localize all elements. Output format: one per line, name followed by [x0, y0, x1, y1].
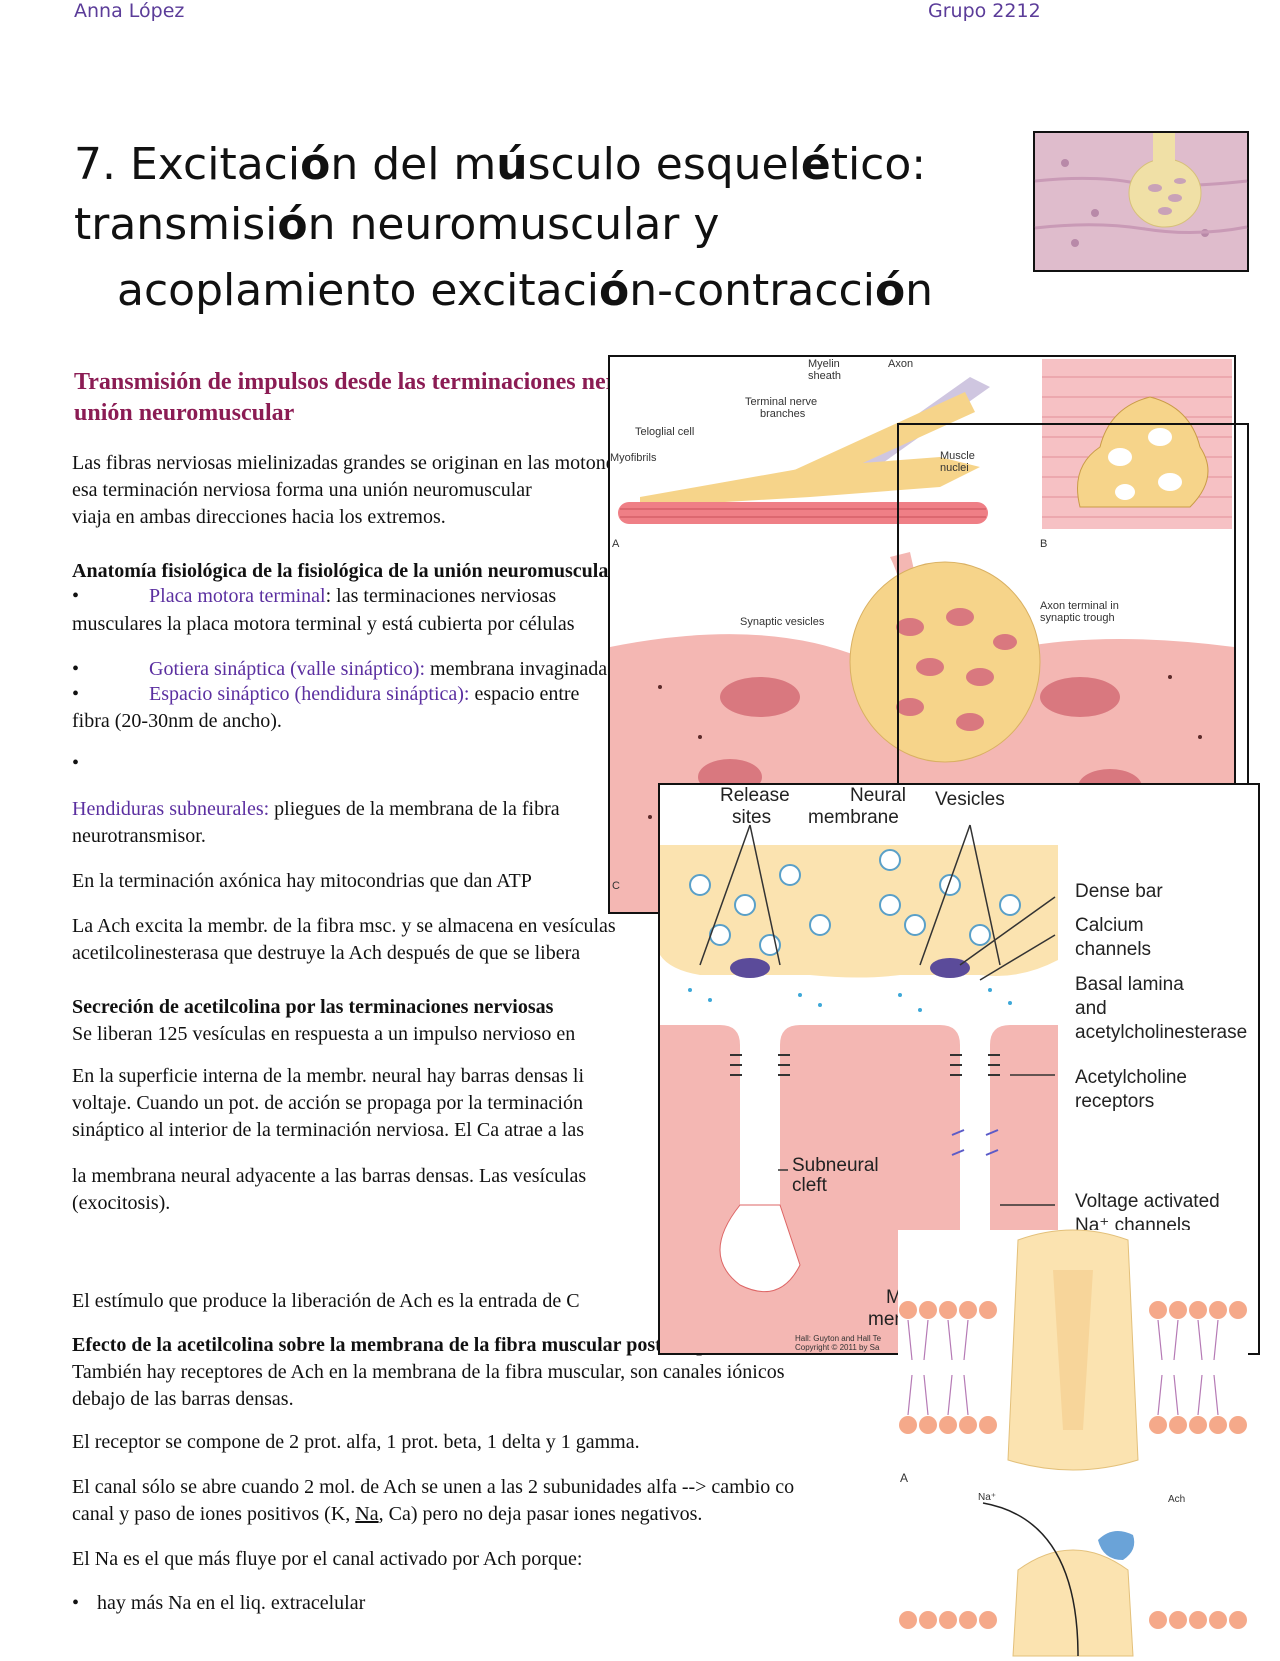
thumbnail-image [1033, 131, 1249, 272]
svg-text:branches: branches [760, 408, 806, 420]
paragraph: El canal sólo se abre cuando 2 mol. de A… [72, 1476, 795, 1525]
paragraph: El estímulo que produce la liberación de… [72, 1290, 580, 1312]
svg-text:Axon terminal in: Axon terminal in [1040, 600, 1119, 612]
svg-text:Acetylcholine: Acetylcholine [1075, 1067, 1187, 1088]
section-heading: Transmisión de impulsos desde las termin… [74, 369, 796, 426]
svg-text:A: A [900, 1471, 908, 1485]
svg-text:C: C [612, 880, 620, 892]
svg-text:acetylcholinesterase: acetylcholinesterase [1075, 1022, 1247, 1043]
svg-text:M: M [886, 1287, 902, 1308]
paragraph: En la superficie interna de la membr. ne… [72, 1065, 585, 1141]
svg-text:Axon: Axon [888, 358, 913, 370]
intro-paragraph: Las fibras nerviosas mielinizadas grande… [72, 452, 692, 528]
paragraph: El receptor se compone de 2 prot. alfa, … [72, 1431, 640, 1453]
paragraph: la membrana neural adyacente a las barra… [72, 1165, 587, 1214]
svg-text:Terminal nerve: Terminal nerve [745, 396, 817, 408]
svg-text:Vesicles: Vesicles [935, 789, 1005, 810]
anatomy-heading: Anatomía fisiológica de la fisiológica d… [72, 560, 618, 582]
svg-text:Teloglial cell: Teloglial cell [635, 426, 694, 438]
list-item-cont: neurotransmisor. [72, 825, 206, 847]
bullet-list: •hay más Na en el liq. extracelular [72, 1592, 366, 1614]
svg-text:Basal lamina: Basal lamina [1075, 974, 1184, 995]
group-label: Grupo 2212 [928, 0, 1041, 22]
list-item-cont: fibra (20-30nm de ancho). [72, 710, 282, 732]
effect-section: Efecto de la acetilcolina sobre la membr… [72, 1334, 785, 1410]
list-bullet: • [72, 752, 80, 774]
svg-text:B: B [1040, 538, 1047, 550]
svg-text:sites: sites [732, 807, 771, 828]
svg-text:sheath: sheath [808, 370, 841, 382]
svg-text:Myofibrils: Myofibrils [610, 452, 657, 464]
author-name: Anna López [74, 0, 185, 22]
svg-text:Voltage activated: Voltage activated [1075, 1191, 1220, 1212]
svg-text:channels: channels [1075, 939, 1151, 960]
list-item: •Espacio sináptico (hendidura sináptica)… [72, 683, 580, 705]
paragraph: En la terminación axónica hay mitocondri… [72, 870, 532, 892]
svg-text:nuclei: nuclei [940, 462, 969, 474]
svg-text:Ach: Ach [1168, 1494, 1185, 1505]
list-item: •Gotiera sináptica (valle sináptico): me… [72, 658, 608, 680]
svg-text:Hall: Guyton and Hall Te: Hall: Guyton and Hall Te [795, 1334, 882, 1343]
svg-text:Synaptic vesicles: Synaptic vesicles [740, 616, 825, 628]
svg-text:and: and [1075, 998, 1107, 1019]
svg-text:Na⁺: Na⁺ [978, 1492, 996, 1503]
svg-text:Copyright © 2011 by Sa: Copyright © 2011 by Sa [795, 1343, 880, 1352]
svg-text:Muscle: Muscle [940, 450, 975, 462]
svg-text:membrane: membrane [808, 807, 899, 828]
svg-text:Calcium: Calcium [1075, 915, 1144, 936]
svg-text:Myelin: Myelin [808, 358, 840, 370]
list-item: Hendiduras subneurales: pliegues de la m… [72, 798, 560, 820]
svg-text:A: A [612, 538, 620, 550]
secretion-section: Secreción de acetilcolina por las termin… [72, 996, 576, 1045]
svg-text:Subneural: Subneural [792, 1155, 879, 1176]
list-item-cont: musculares la placa motora terminal y es… [72, 613, 575, 635]
svg-text:synaptic trough: synaptic trough [1040, 612, 1115, 624]
list-item: •Placa motora terminal: las terminacione… [72, 585, 557, 607]
page-title: 7. Excitación del músculo esquelético: t… [74, 139, 934, 316]
ach-receptor-figure: A Na⁺ Ach [898, 1229, 1248, 1657]
svg-text:Release: Release [720, 785, 790, 806]
svg-text:receptors: receptors [1075, 1091, 1154, 1112]
svg-text:Dense bar: Dense bar [1075, 881, 1163, 902]
paragraph: El Na es el que más fluye por el canal a… [72, 1548, 583, 1570]
svg-text:cleft: cleft [792, 1175, 828, 1196]
paragraph: La Ach excita la membr. de la fibra msc.… [72, 915, 616, 964]
svg-text:Neural: Neural [850, 785, 906, 806]
